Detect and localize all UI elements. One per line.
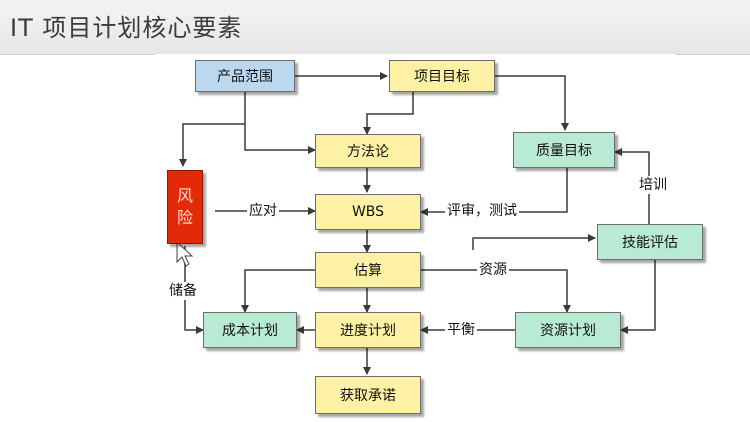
edge-label-resources: 资源 [477,261,509,279]
flow-diagram: 产品范围 项目目标 方法论 质量目标 风 险 WBS 技能评估 估算 成本计划 … [155,54,703,420]
page-title: IT 项目计划核心要素 [10,14,243,42]
cursor-icon [176,240,194,267]
node-quality-goal: 质量目标 [513,132,615,168]
node-product-scope: 产品范围 [195,60,295,92]
node-methodology: 方法论 [315,134,421,168]
title-bar: IT 项目计划核心要素 [0,0,750,55]
node-wbs: WBS [315,194,421,230]
edge-label-respond: 应对 [247,202,279,220]
node-estimate: 估算 [315,252,421,288]
node-skill-evaluation: 技能评估 [597,224,703,260]
node-schedule-plan: 进度计划 [315,312,421,348]
risk-label-line2: 险 [176,208,193,227]
node-project-goal: 项目目标 [389,60,495,92]
edge-label-reserve: 储备 [167,282,199,300]
edge-label-training: 培训 [637,176,669,194]
risk-label-line1: 风 [176,186,193,205]
edge-label-balance: 平衡 [445,321,477,339]
node-commitment: 获取承诺 [315,376,421,414]
node-risk: 风 险 [167,170,203,244]
node-resource-plan: 资源计划 [515,312,621,348]
edge-label-review-test: 评审，测试 [445,202,519,220]
node-cost-plan: 成本计划 [203,312,297,348]
